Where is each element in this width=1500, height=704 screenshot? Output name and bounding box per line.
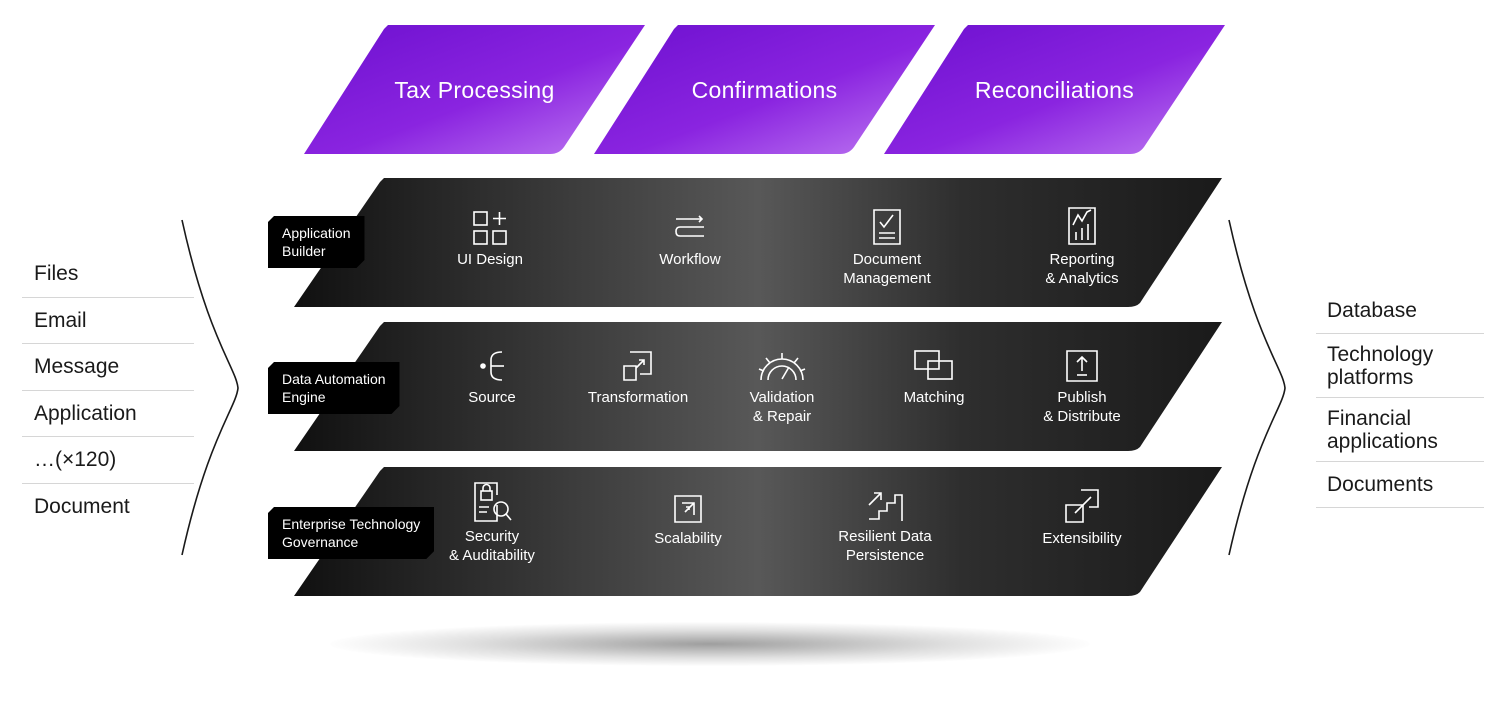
layer-application-builder: Application Builder UI Design Workflow D…: [292, 178, 1224, 308]
output-item-financial-applications: Financial applications: [1316, 398, 1484, 462]
resilient-data-icon: [868, 492, 903, 521]
validation-repair-icon: [758, 353, 806, 381]
output-item-technology-platforms: Technology platforms: [1316, 334, 1484, 398]
feature-label: Extensibility: [1042, 530, 1122, 547]
matching-icon: [914, 350, 953, 380]
feature-label: Workflow: [659, 251, 721, 268]
feature-transformation[interactable]: Transformation: [582, 348, 694, 407]
output-item-documents: Documents: [1316, 462, 1484, 508]
feature-publish-distribute[interactable]: Publish & Distribute: [1022, 348, 1142, 426]
input-sources-list: Files Email Message Application …(×120) …: [22, 251, 194, 530]
solution-card-shape: [594, 25, 935, 154]
feature-label: UI Design: [457, 251, 523, 268]
feature-validation-repair[interactable]: Validation & Repair: [732, 348, 832, 426]
feature-source[interactable]: Source: [452, 348, 532, 407]
feature-document-management[interactable]: Document Management: [822, 208, 952, 288]
feature-reporting-analytics[interactable]: Reporting & Analytics: [1017, 206, 1147, 288]
layer-tag-enterprise-technology-governance: Enterprise Technology Governance: [268, 507, 434, 559]
layer-enterprise-technology-governance: Enterprise Technology Governance Securit…: [292, 467, 1224, 597]
solution-card-shape: [884, 25, 1225, 154]
feature-scalability[interactable]: Scalability: [638, 493, 738, 548]
scalability-icon: [674, 495, 702, 523]
solution-card-label: Tax Processing: [394, 76, 555, 103]
workflow-icon: [675, 215, 704, 237]
feature-label: Reporting & Analytics: [1045, 251, 1119, 287]
feature-security-auditability[interactable]: Security & Auditability: [432, 481, 552, 565]
publish-distribute-icon: [1066, 350, 1098, 382]
input-item-email: Email: [22, 298, 194, 344]
solution-card-shape: [304, 25, 645, 154]
layer-shape: [294, 467, 1222, 596]
security-auditability-icon: [474, 482, 512, 522]
ui-design-icon: [473, 211, 507, 245]
feature-extensibility[interactable]: Extensibility: [1028, 487, 1136, 548]
input-item-message: Message: [22, 344, 194, 391]
feature-label: Scalability: [654, 530, 722, 547]
layer-data-automation-engine: Data Automation Engine Source Transforma…: [292, 322, 1224, 452]
feature-label: Validation & Repair: [749, 389, 815, 425]
layer-tag-application-builder: Application Builder: [268, 216, 365, 268]
solution-card-reconciliations[interactable]: Reconciliations: [882, 25, 1227, 155]
left-chevron-bracket: [181, 219, 239, 556]
extensibility-icon: [1065, 489, 1099, 523]
solution-card-label: Confirmations: [691, 76, 838, 103]
right-chevron-bracket: [1228, 219, 1286, 556]
feature-matching[interactable]: Matching: [884, 348, 984, 407]
source-icon: [480, 351, 504, 381]
reporting-analytics-icon: [1068, 207, 1096, 245]
feature-label: Resilient Data Persistence: [838, 528, 932, 564]
transformation-icon: [623, 351, 652, 381]
solution-card-tax-processing[interactable]: Tax Processing: [302, 25, 647, 155]
feature-label: Source: [468, 389, 516, 406]
stack-floor-shadow: [330, 622, 1090, 666]
feature-resilient-data-persistence[interactable]: Resilient Data Persistence: [818, 483, 952, 565]
layer-shape: [294, 178, 1222, 307]
solution-card-confirmations[interactable]: Confirmations: [592, 25, 937, 155]
feature-workflow[interactable]: Workflow: [640, 210, 740, 269]
feature-label: Matching: [903, 389, 965, 406]
layer-tag-data-automation-engine: Data Automation Engine: [268, 362, 400, 414]
solution-card-label: Reconciliations: [974, 76, 1135, 103]
output-targets-list: Database Technology platforms Financial …: [1316, 288, 1484, 508]
feature-label: Document Management: [843, 251, 931, 287]
feature-label: Transformation: [587, 389, 689, 406]
input-item-document: Document: [34, 495, 130, 519]
input-item-application: Application: [22, 391, 194, 437]
input-item-files: Files: [22, 251, 194, 298]
feature-label: Publish & Distribute: [1043, 389, 1121, 425]
input-item-more: …(×120): [22, 437, 194, 484]
output-item-database: Database: [1316, 288, 1484, 334]
feature-ui-design[interactable]: UI Design: [440, 210, 540, 269]
document-management-icon: [873, 209, 901, 245]
feature-label: Security & Auditability: [449, 528, 535, 564]
layer-shape: [294, 322, 1222, 451]
